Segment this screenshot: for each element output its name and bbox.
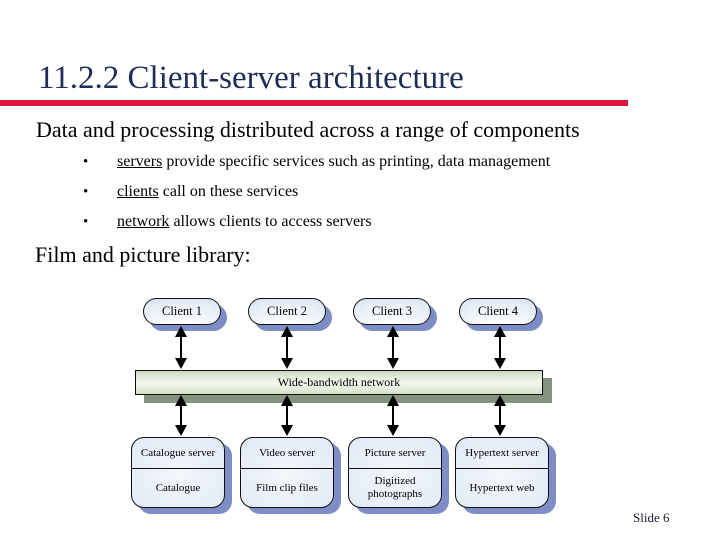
server-store: Film clip files [256,481,318,494]
server-node-catalogue: Catalogue server Catalogue [131,437,225,508]
bullet-keyword: servers [117,153,163,170]
bullet-rest: call on these services [158,183,299,200]
title-accent-rule [0,100,628,106]
network-server-arrow-icon [173,395,189,436]
arrowhead-up-icon [494,395,506,406]
arrowhead-down-icon [281,358,293,369]
arrowhead-up-icon [175,326,187,337]
intro-text: Data and processing distributed across a… [36,117,580,142]
arrowhead-up-icon [387,326,399,337]
section-subheading: Film and picture library: [35,242,251,267]
arrowhead-down-icon [494,425,506,436]
bullet-list: • servers provide specific services such… [83,147,550,237]
client-node-1: Client 1 [143,298,221,325]
bullet-glyph: • [83,213,89,230]
network-server-arrow-icon [279,395,295,436]
bullet-item: • network allows clients to access serve… [83,207,550,237]
arrow-shaft [286,337,288,358]
slide-number: Slide 6 [633,510,670,525]
network-server-arrow-icon [492,395,508,436]
page-title: 11.2.2 Client-server architecture [38,60,464,96]
client-network-arrow-icon [279,326,295,369]
server-name: Picture server [349,438,441,469]
bullet-text: servers provide specific services such a… [117,153,550,171]
arrowhead-up-icon [281,395,293,406]
arrow-shaft [286,406,288,425]
server-name: Catalogue server [132,438,224,469]
bullet-rest: allows clients to access servers [169,213,372,230]
client-network-arrow-icon [173,326,189,369]
bullet-item: • clients call on these services [83,177,550,207]
server-store: Catalogue [155,481,201,494]
server-name: Hypertext server [456,438,548,469]
bullet-glyph: • [83,183,89,200]
bullet-glyph: • [83,153,89,170]
arrow-shaft [499,406,501,425]
bullet-item: • servers provide specific services such… [83,147,550,177]
arrowhead-up-icon [281,326,293,337]
server-name: Video server [241,438,333,469]
arrowhead-down-icon [175,358,187,369]
arrowhead-down-icon [281,425,293,436]
arrow-shaft [180,406,182,425]
arrowhead-up-icon [175,395,187,406]
arrowhead-up-icon [494,326,506,337]
client-network-arrow-icon [385,326,401,369]
server-node-picture: Picture server Digitized photographs [348,437,442,508]
client-node-3: Client 3 [353,298,431,325]
network-bar: Wide-bandwidth network [135,370,543,395]
arrowhead-down-icon [387,425,399,436]
arrowhead-up-icon [387,395,399,406]
server-store: Digitized photographs [367,475,423,500]
bullet-text: network allows clients to access servers [117,213,372,231]
arrow-shaft [392,337,394,358]
client-network-arrow-icon [492,326,508,369]
arrowhead-down-icon [494,358,506,369]
arrow-shaft [180,337,182,358]
network-server-arrow-icon [385,395,401,436]
client-node-2: Client 2 [248,298,326,325]
bullet-rest: provide specific services such as printi… [162,153,551,170]
server-store: Hypertext web [469,481,535,494]
server-node-video: Video server Film clip files [240,437,334,508]
bullet-keyword: network [117,213,170,230]
arrowhead-down-icon [175,425,187,436]
arrow-shaft [499,337,501,358]
bullet-keyword: clients [117,183,159,200]
arrow-shaft [392,406,394,425]
client-node-4: Client 4 [459,298,537,325]
server-node-hypertext: Hypertext server Hypertext web [455,437,549,508]
bullet-text: clients call on these services [117,183,298,201]
arrowhead-down-icon [387,358,399,369]
